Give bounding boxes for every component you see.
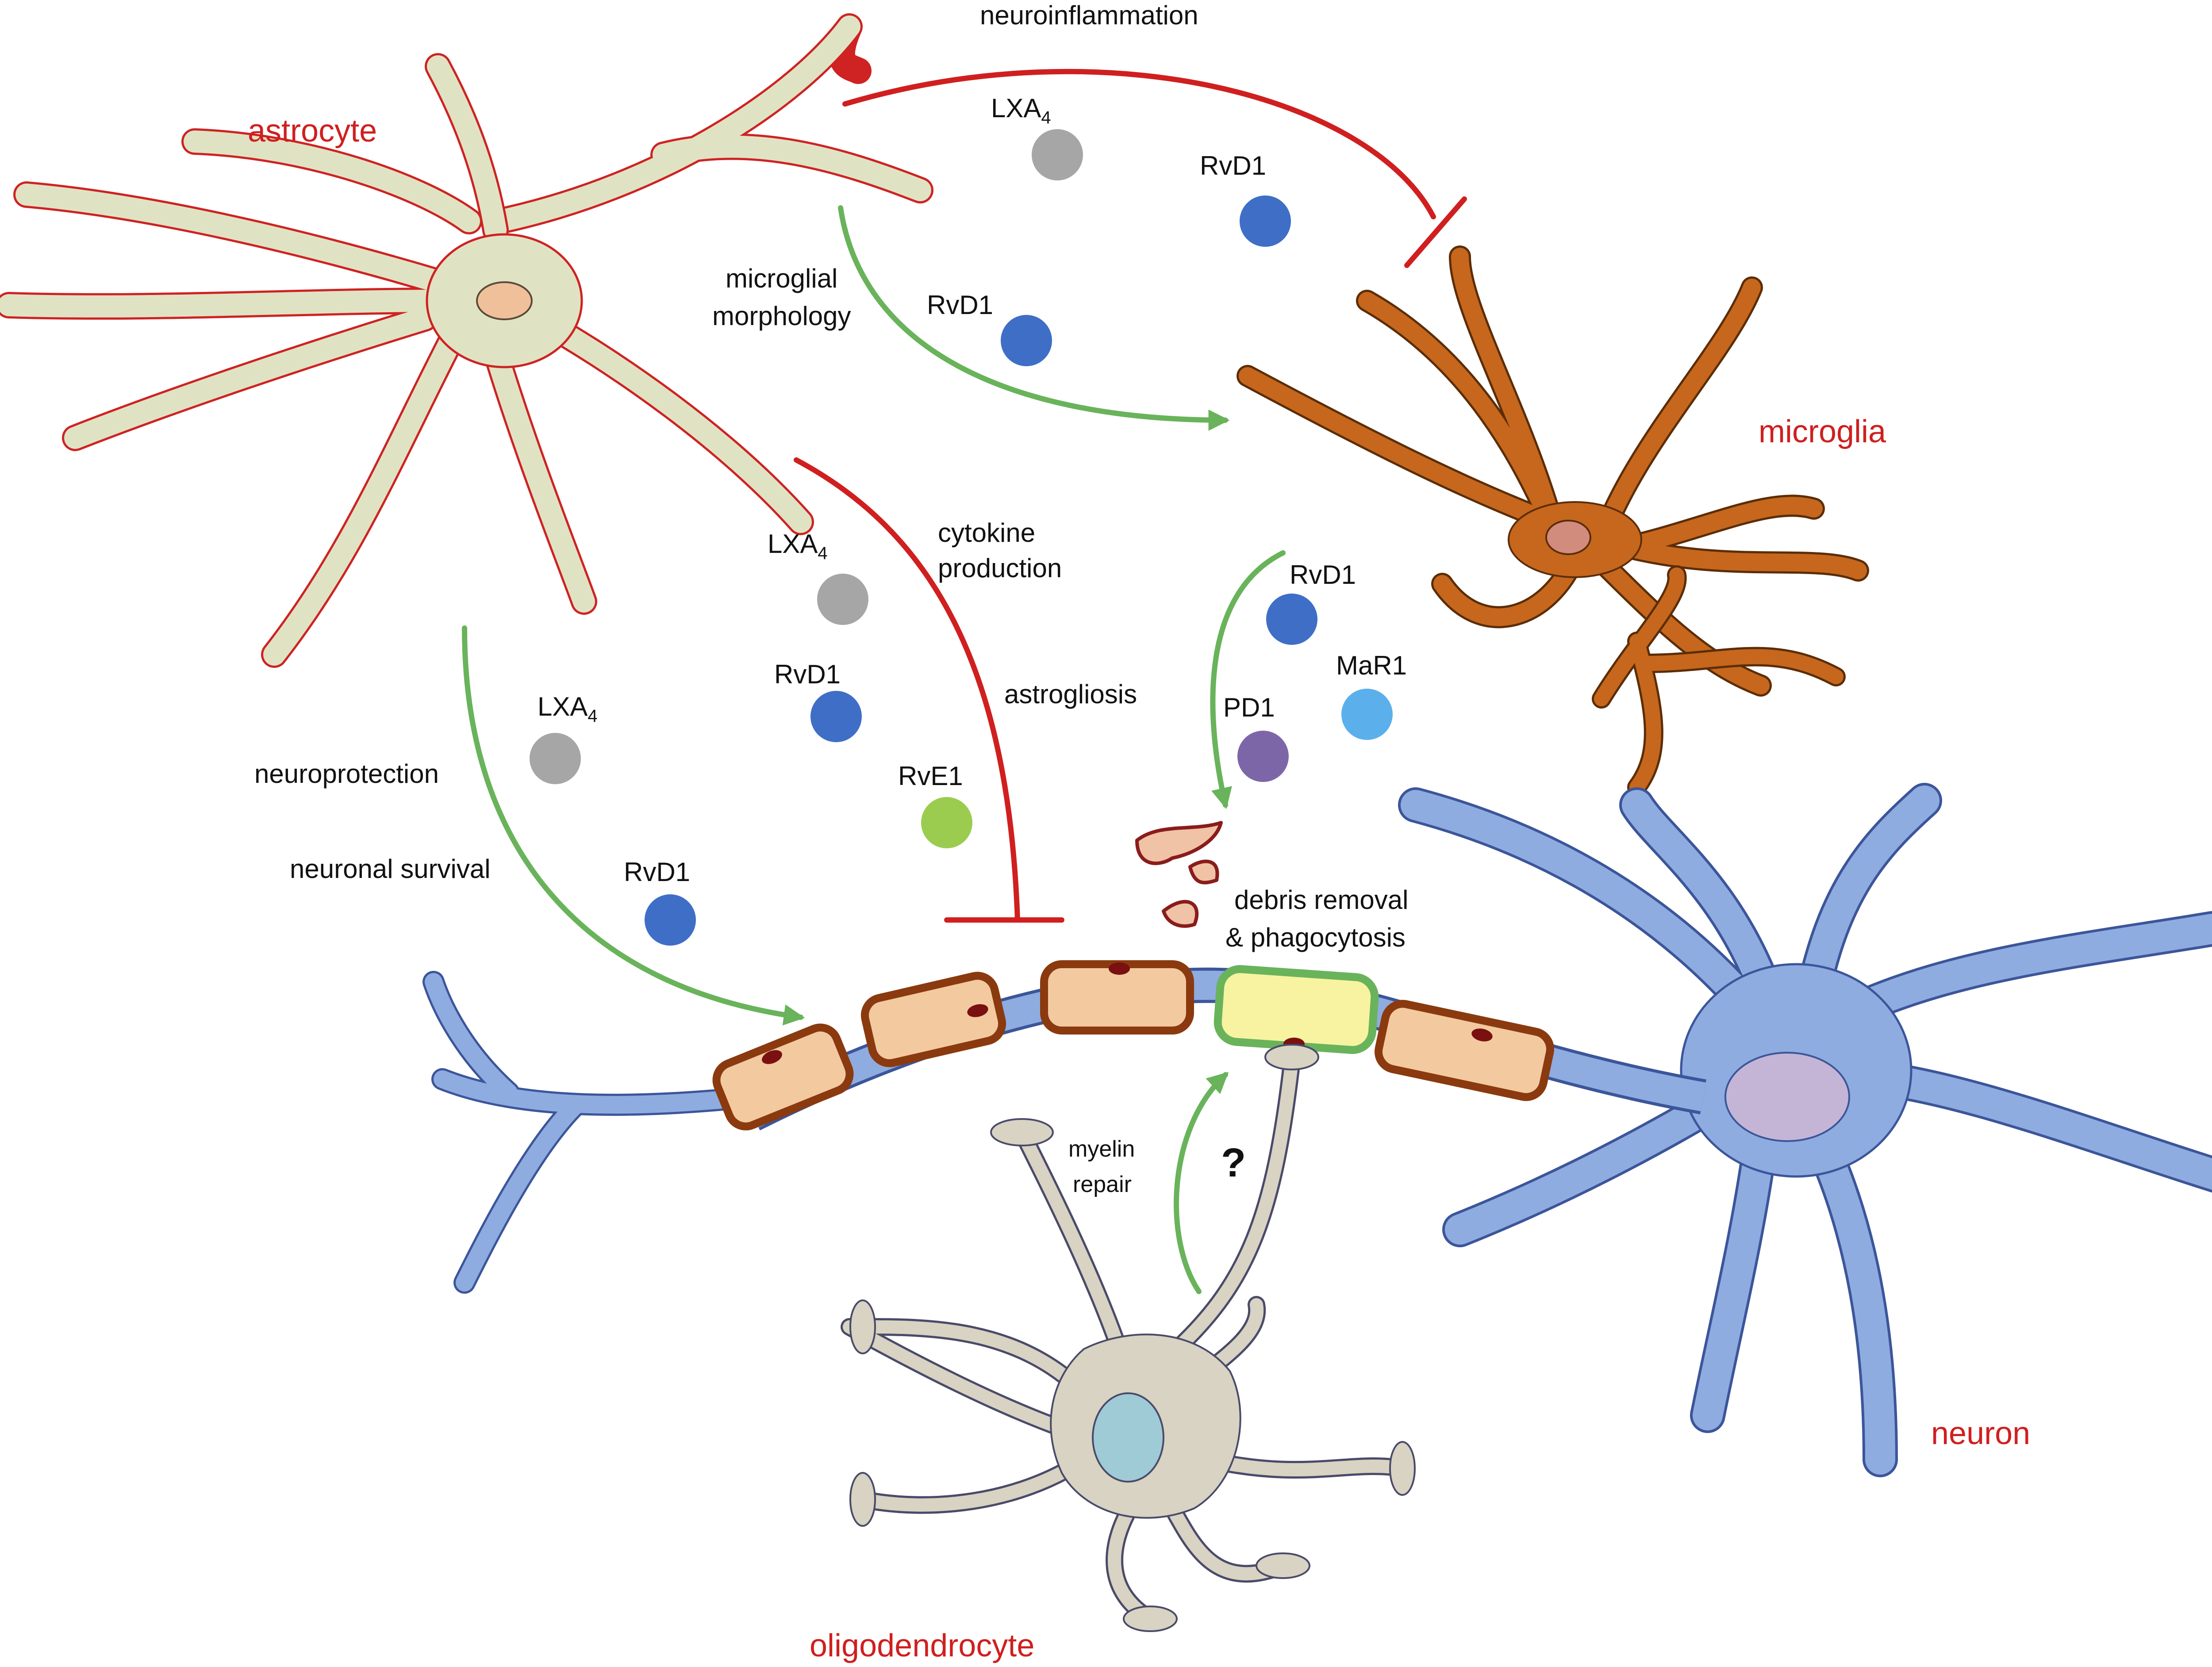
mid-rvd1-dot bbox=[810, 691, 862, 742]
left-lxa4-label: LXA4 bbox=[538, 692, 598, 726]
microglial-morphology-arrow bbox=[838, 205, 1230, 431]
microglial-morphology-label-line1: microglial bbox=[726, 264, 837, 293]
myelin-repair-label-line2: repair bbox=[1073, 1172, 1132, 1197]
mg-mar1-label: MaR1 bbox=[1336, 651, 1407, 680]
mediator-dots bbox=[530, 129, 1393, 946]
mid-rve1-dot bbox=[921, 797, 972, 848]
myelin-repair-arrow bbox=[1174, 1072, 1229, 1294]
mediator-labels: LXA4 RvD1 RvD1 LXA4 RvD1 RvE1 LXA4 RvD1 … bbox=[538, 93, 1407, 887]
cytokine-production-label-line1: cytokine bbox=[938, 518, 1035, 548]
myelin-nuclei bbox=[762, 962, 1493, 1064]
top-lxa4-label: LXA4 bbox=[991, 93, 1051, 127]
top-rvd1-left-dot bbox=[1001, 315, 1052, 366]
mg-pd1-dot bbox=[1237, 731, 1289, 782]
cell-debris bbox=[1135, 821, 1223, 928]
cell-labels: astrocyte microglia neuron oligodendrocy… bbox=[248, 113, 2030, 1663]
mid-rve1-label: RvE1 bbox=[898, 761, 963, 791]
microglia-cell bbox=[1237, 245, 1869, 797]
top-rvd1-left-label: RvD1 bbox=[927, 290, 993, 320]
oligodendrocyte-cell bbox=[841, 1044, 1416, 1632]
myelin-sheath bbox=[712, 960, 1554, 1130]
microglial-morphology-label-line2: morphology bbox=[712, 301, 851, 331]
microglia-label: microglia bbox=[1759, 414, 1886, 449]
top-rvd1-right-dot bbox=[1240, 195, 1291, 247]
astrogliosis-label: astrogliosis bbox=[1004, 679, 1137, 709]
unknown-mechanism-label: ? bbox=[1221, 1140, 1246, 1185]
astrocyte-cell bbox=[0, 13, 933, 668]
debris-removal-label-line2: & phagocytosis bbox=[1225, 923, 1406, 952]
neuroinflammation-inhibition-arrow bbox=[842, 69, 1436, 219]
mid-rvd1-label: RvD1 bbox=[774, 659, 841, 689]
mid-lxa4-label: LXA4 bbox=[768, 529, 828, 563]
mg-rvd1-label: RvD1 bbox=[1290, 560, 1356, 590]
oligodendrocyte-label: oligodendrocyte bbox=[810, 1628, 1034, 1663]
mg-pd1-label: PD1 bbox=[1223, 693, 1275, 722]
left-rvd1-label: RvD1 bbox=[624, 857, 690, 887]
effect-labels: neuroinflammation microglial morphology … bbox=[254, 0, 1409, 1197]
mg-mar1-dot bbox=[1341, 689, 1393, 740]
cytokine-production-label-line2: production bbox=[938, 553, 1062, 583]
myelin-repair-label-line1: myelin bbox=[1068, 1136, 1135, 1162]
neuron-cell bbox=[422, 783, 2212, 1477]
top-rvd1-right-label: RvD1 bbox=[1200, 151, 1266, 180]
neuron-label: neuron bbox=[1931, 1416, 2030, 1451]
promotion-arrows bbox=[462, 205, 1286, 1294]
neuroprotection-arrow bbox=[462, 625, 805, 1026]
axon-with-myelin bbox=[712, 960, 1707, 1130]
mid-lxa4-dot bbox=[817, 574, 868, 625]
neuroinflammation-inhibition-bar bbox=[1404, 196, 1467, 268]
neuroprotection-label: neuroprotection bbox=[254, 759, 439, 789]
inhibition-arrows bbox=[794, 69, 1467, 923]
astrocyte-label: astrocyte bbox=[248, 113, 377, 149]
left-rvd1-dot bbox=[645, 894, 696, 946]
neuronal-survival-label: neuronal survival bbox=[290, 854, 491, 884]
debris-removal-arrow bbox=[1210, 550, 1286, 809]
astrogliosis-inhibition-arrow bbox=[794, 457, 1020, 923]
debris-removal-label-line1: debris removal bbox=[1234, 885, 1409, 915]
mg-rvd1-dot bbox=[1266, 594, 1317, 645]
top-lxa4-dot bbox=[1032, 129, 1083, 180]
left-lxa4-dot bbox=[530, 733, 581, 784]
neuroinflammation-label: neuroinflammation bbox=[980, 0, 1198, 30]
